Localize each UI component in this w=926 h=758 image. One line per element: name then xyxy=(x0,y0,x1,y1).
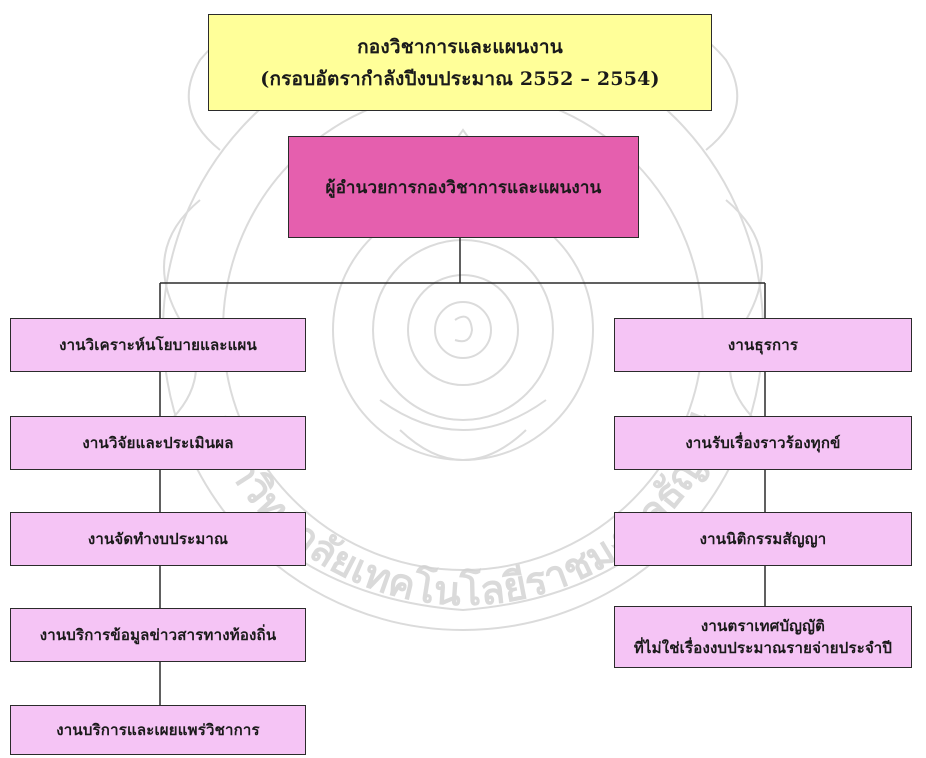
director-box: ผู้อำนวยการกองวิชาการและแผนงาน xyxy=(288,136,639,238)
unit-label-line-1: งานตราเทศบัญญัติ xyxy=(700,617,826,635)
title-line-2: (กรอบอัตรากำลังปีงบประมาณ 2552 – 2554) xyxy=(260,67,660,90)
unit-box-ordinance-drafting: งานตราเทศบัญญัติ ที่ไม่ใช่เรื่องงบประมาณ… xyxy=(614,606,912,668)
director-label: ผู้อำนวยการกองวิชาการและแผนงาน xyxy=(325,177,602,198)
unit-box-complaints: งานรับเรื่องราวร้องทุกข์ xyxy=(614,416,912,470)
unit-label: งานรับเรื่องราวร้องทุกข์ xyxy=(685,434,841,452)
unit-box-academic-service: งานบริการและเผยแพร่วิชาการ xyxy=(10,705,306,755)
unit-box-policy-analysis: งานวิเคราะห์นโยบายและแผน xyxy=(10,318,306,372)
unit-label: งานวิเคราะห์นโยบายและแผน xyxy=(59,336,257,354)
unit-box-administration: งานธุรการ xyxy=(614,318,912,372)
unit-label: งานบริการข้อมูลข่าวสารทางท้องถิ่น xyxy=(39,626,277,644)
unit-label-line-2: ที่ไม่ใช่เรื่องงบประมาณรายจ่ายประจำปี xyxy=(633,639,893,657)
unit-box-legal-contracts: งานนิติกรรมสัญญา xyxy=(614,512,912,566)
title-box: กองวิชาการและแผนงาน (กรอบอัตรากำลังปีงบป… xyxy=(208,14,712,111)
title-line-1: กองวิชาการและแผนงาน xyxy=(357,35,563,58)
unit-label: งานบริการและเผยแพร่วิชาการ xyxy=(56,721,260,739)
unit-label: งานจัดทำงบประมาณ xyxy=(87,530,229,548)
unit-box-research-evaluation: งานวิจัยและประเมินผล xyxy=(10,416,306,470)
unit-box-local-information-service: งานบริการข้อมูลข่าวสารทางท้องถิ่น xyxy=(10,608,306,662)
unit-label: งานธุรการ xyxy=(727,336,799,354)
unit-label: งานนิติกรรมสัญญา xyxy=(699,530,827,548)
unit-label: งานวิจัยและประเมินผล xyxy=(82,434,234,452)
unit-box-budgeting: งานจัดทำงบประมาณ xyxy=(10,512,306,566)
